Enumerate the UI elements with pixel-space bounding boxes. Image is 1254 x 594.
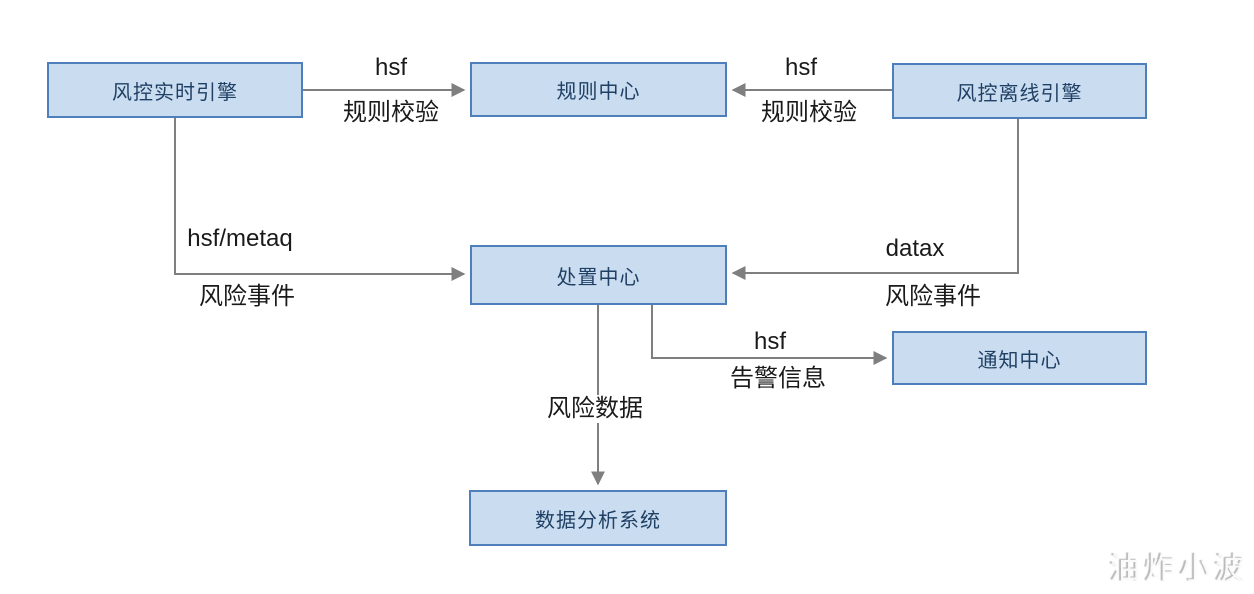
watermark: 油炸小波 xyxy=(1110,553,1250,586)
edge-offline-to-rule-protocol: hsf xyxy=(784,54,818,81)
node-realtime-engine: 风控实时引擎 xyxy=(47,62,303,118)
node-offline-engine: 风控离线引擎 xyxy=(892,63,1147,119)
node-data-analysis-system: 数据分析系统 xyxy=(469,490,727,546)
edge-disposal-to-notification-label: 告警信息 xyxy=(730,365,826,392)
edge-offline-to-rule-label: 规则校验 xyxy=(761,99,857,126)
edge-realtime-to-rule-label: 规则校验 xyxy=(343,99,439,126)
edge-realtime-to-disposal-label: 风险事件 xyxy=(199,283,295,310)
edge-disposal-to-notification-protocol: hsf xyxy=(753,328,787,355)
edge-realtime-to-disposal-protocol: hsf/metaq xyxy=(187,225,293,252)
node-disposal-center: 处置中心 xyxy=(470,245,727,305)
edge-disposal-to-analysis-label: 风险数据 xyxy=(543,395,647,423)
edge-offline-to-disposal-line xyxy=(731,119,1019,280)
edge-offline-to-disposal-label: 风险事件 xyxy=(885,283,981,310)
node-rule-center: 规则中心 xyxy=(470,62,727,117)
node-notification-center: 通知中心 xyxy=(892,331,1147,385)
edge-offline-to-disposal-protocol: datax xyxy=(885,235,945,262)
edge-realtime-to-rule-protocol: hsf xyxy=(374,54,408,81)
